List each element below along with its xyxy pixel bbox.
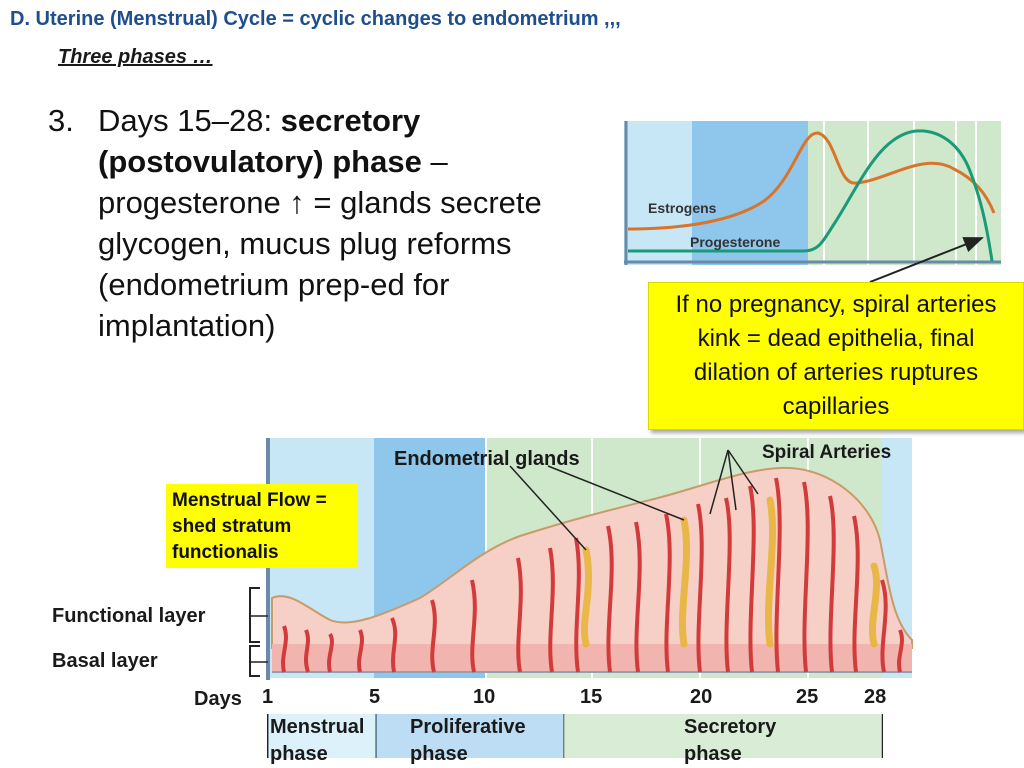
endometrial-glands-group (580, 496, 880, 648)
day-tick: 25 (796, 686, 819, 708)
bullet-body: Days 15–28: secretory (postovulatory) ph… (98, 100, 608, 346)
spiral-arteries-group (281, 477, 904, 673)
bullet-bold-term: secretory (postovulatory) phase (98, 103, 422, 179)
endometrial-glands-label: Endometrial glands (394, 448, 580, 470)
day-tick: 28 (864, 686, 887, 708)
bullet-rest: – progesterone ↑ = glands secrete glycog… (98, 144, 542, 343)
spiral-arteries-label: Spiral Arteries (762, 442, 892, 463)
phase-label-menstrual: Menstrual phase (270, 716, 365, 765)
menstrual-flow-box: Menstrual Flow = shed stratum functional… (166, 484, 358, 568)
callout-text: If no pregnancy, spiral arteries kink = … (675, 291, 997, 420)
days-label: Days (194, 688, 242, 710)
functional-layer-label: Functional layer (52, 605, 206, 627)
day-tick: 1 (262, 686, 274, 708)
day-tick: 10 (473, 686, 496, 708)
progesterone-label: Progesterone (690, 234, 780, 250)
bullet-lead: Days 15–28: (98, 103, 281, 138)
day-tick: 5 (369, 686, 381, 708)
day-tick: 20 (690, 686, 713, 708)
hormone-chart: Estrogens Progesterone (624, 121, 1001, 265)
no-pregnancy-callout: If no pregnancy, spiral arteries kink = … (648, 282, 1024, 430)
bullet-point-3: 3. Days 15–28: secretory (postovulatory)… (48, 100, 608, 346)
endometrium-diagram (249, 438, 913, 758)
slide-subtitle: Three phases … (58, 46, 213, 68)
slide-title: D. Uterine (Menstrual) Cycle = cyclic ch… (10, 8, 621, 30)
day-tick: 15 (580, 686, 603, 708)
menstrual-flow-label: Menstrual Flow = shed stratum functional… (172, 490, 327, 563)
phase-label-proliferative: Proliferative phase (410, 716, 526, 765)
progesterone-curve (628, 129, 994, 262)
basal-layer-label: Basal layer (52, 650, 158, 672)
estrogen-curve (627, 131, 996, 231)
estrogens-label: Estrogens (648, 200, 717, 216)
bullet-number: 3. (48, 103, 74, 138)
phase-label-secretory: Secretory phase (684, 716, 777, 765)
